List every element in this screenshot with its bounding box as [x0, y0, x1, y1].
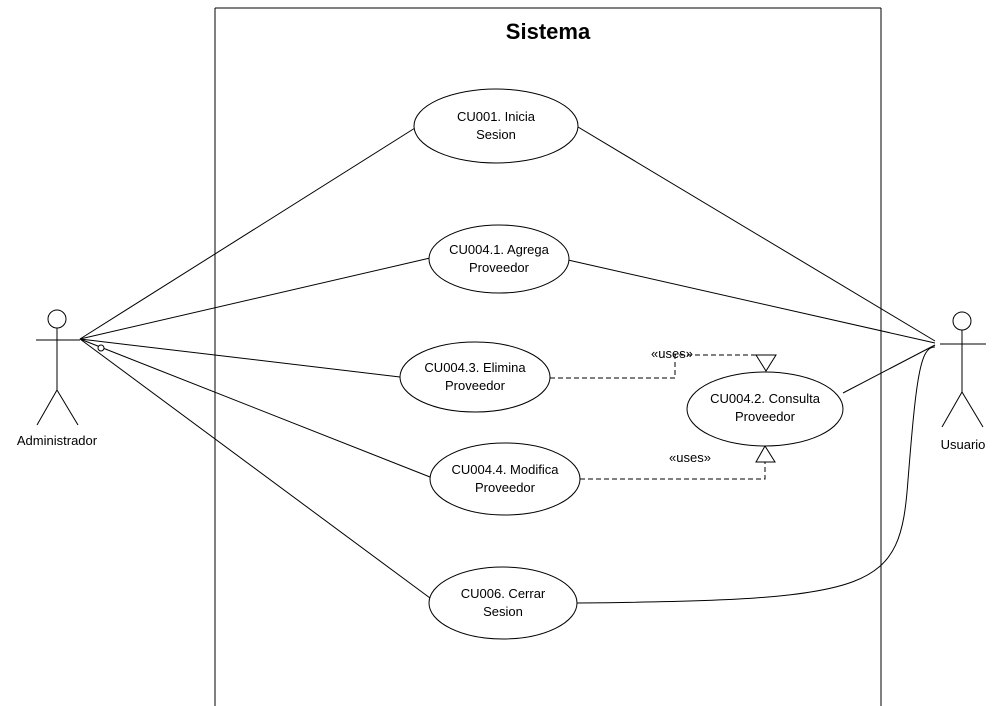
use-case-cu006[interactable]: CU006. Cerrar Sesion: [428, 566, 578, 640]
use-case-cu004-2[interactable]: CU004.2. Consulta Proveedor: [686, 371, 844, 447]
use-case-cu001-line1: CU001. Inicia: [457, 109, 536, 124]
use-case-cu004-3-line2: Proveedor: [445, 378, 506, 393]
use-case-cu001-line2: Sesion: [476, 127, 516, 142]
system-title: Sistema: [506, 19, 591, 44]
system-boundary: [214, 7, 882, 706]
user-associations: [567, 126, 936, 604]
uses-relation-modificar: [580, 445, 776, 480]
actor-administrador[interactable]: Administrador: [17, 309, 105, 448]
actor-usuario[interactable]: Usuario: [940, 311, 986, 452]
use-case-cu006-line2: Sesion: [483, 604, 523, 619]
use-case-cu006-line1: CU006. Cerrar: [461, 586, 546, 601]
actor-usuario-label: Usuario: [941, 437, 986, 452]
connector-dot-icon: [97, 344, 105, 352]
uses-label-2: «uses»: [669, 450, 711, 465]
use-case-cu004-4-line1: CU004.4. Modifica: [452, 462, 560, 477]
use-case-cu004-2-line1: CU004.2. Consulta: [710, 391, 821, 406]
use-case-cu004-3-line1: CU004.3. Elimina: [424, 360, 526, 375]
use-case-cu004-1-line2: Proveedor: [469, 260, 530, 275]
uses-relation-eliminar: [550, 354, 777, 379]
use-case-cu004-1-line1: CU004.1. Agrega: [449, 242, 550, 257]
admin-associations: [79, 127, 431, 599]
use-case-cu001[interactable]: CU001. Inicia Sesion: [413, 88, 579, 164]
generalization-arrowhead: [755, 354, 777, 372]
use-case-cu004-2-line2: Proveedor: [735, 409, 796, 424]
actor-administrador-label: Administrador: [17, 433, 98, 448]
use-case-cu004-4[interactable]: CU004.4. Modifica Proveedor: [429, 442, 581, 516]
use-case-cu004-1[interactable]: CU004.1. Agrega Proveedor: [428, 224, 570, 294]
stick-figure-icon: [36, 309, 105, 426]
use-case-cu004-3[interactable]: CU004.3. Elimina Proveedor: [399, 341, 551, 413]
generalization-arrowhead: [755, 445, 776, 463]
use-case-cu004-4-line2: Proveedor: [475, 480, 536, 495]
uses-label-1: «uses»: [651, 346, 693, 361]
stick-figure-icon: [940, 311, 986, 428]
